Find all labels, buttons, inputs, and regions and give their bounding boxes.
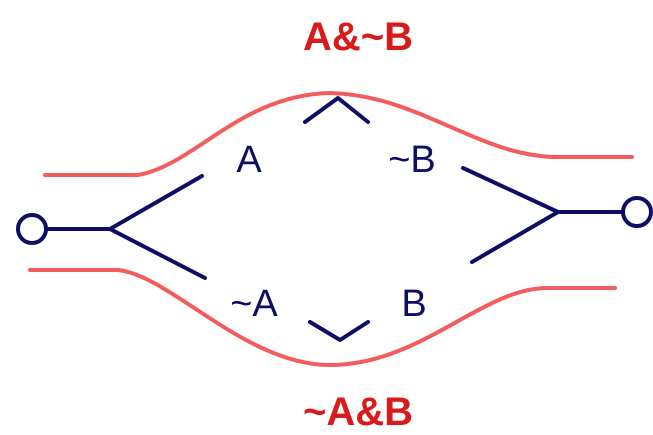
right-terminal xyxy=(621,196,653,228)
left-terminal xyxy=(16,213,48,245)
switch-label-not-b-top: ~B xyxy=(388,139,436,181)
switch-label-a-top: A xyxy=(236,139,262,181)
top-path-envelope xyxy=(43,90,634,177)
bottom-term-label: ~A&B xyxy=(303,390,413,434)
right-lower-branch-wire xyxy=(470,210,560,264)
top-term-label: A&~B xyxy=(303,15,413,59)
bottom-switch-contact xyxy=(308,320,370,342)
bottom-path-envelope xyxy=(28,268,617,368)
left-lower-branch-wire xyxy=(108,227,207,280)
right-upper-branch-wire xyxy=(461,166,560,214)
left-upper-branch-wire xyxy=(108,174,204,231)
switch-label-not-a-bottom: ~A xyxy=(230,283,278,325)
switch-label-b-bottom: B xyxy=(401,283,426,325)
top-switch-contact xyxy=(303,96,370,124)
